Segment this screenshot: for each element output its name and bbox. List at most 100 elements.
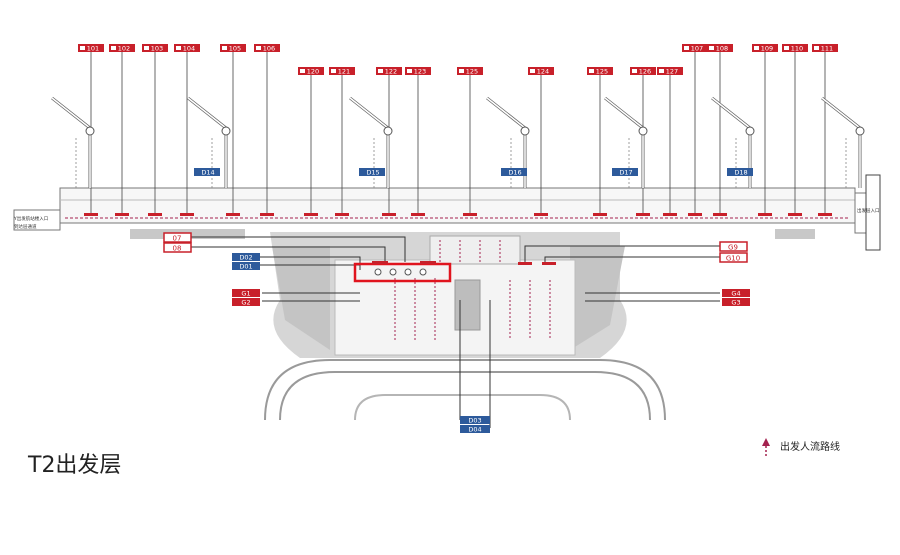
- departure-flow-lines: [394, 240, 551, 340]
- gate-tag-label: 110: [791, 45, 803, 53]
- gate-stand-marker: [534, 213, 548, 216]
- jet-bridge-rotunda: [221, 126, 231, 136]
- gate-tag: 109: [752, 44, 778, 53]
- highlight-box: [353, 262, 452, 283]
- gate-stand-marker: [818, 213, 832, 216]
- gate-tag-label: 124: [537, 68, 549, 76]
- jet-bridge-rotunda: [855, 126, 865, 136]
- gate-tag: 120: [298, 67, 324, 76]
- center-bottom-tag-2: D04: [460, 425, 490, 434]
- gate-tag: 105: [220, 44, 246, 53]
- gate-tag: 106: [254, 44, 280, 53]
- gate-tag-label: 105: [229, 45, 241, 53]
- jet-bridge-rotunda: [638, 126, 648, 136]
- gate-stand-marker: [148, 213, 162, 216]
- gate-stand-marker: [463, 213, 477, 216]
- side-tag-right-lower-2: G3: [722, 298, 750, 307]
- remote-gate-tag-label: D17: [619, 169, 632, 177]
- gate-tag-label: 125: [466, 68, 478, 76]
- gate-stand-marker: [226, 213, 240, 216]
- gate-tag-label: 106: [263, 45, 275, 53]
- gate-tag-label: 125: [596, 68, 608, 76]
- side-tag-right-red-2: G10: [719, 252, 748, 263]
- gate-stand-marker: [411, 213, 425, 216]
- gate-stand-marker: [260, 213, 274, 216]
- security-lanes: [374, 268, 427, 276]
- gate-tag-label: 123: [414, 68, 426, 76]
- gate-tag-label: 120: [307, 68, 319, 76]
- legend-arrow-icon: [762, 438, 770, 458]
- remote-gate-tag: D15: [359, 168, 385, 177]
- side-tag-left-red-1-label: 07: [173, 235, 182, 243]
- gate-stand-marker: [636, 213, 650, 216]
- gate-stand-marker: [663, 213, 677, 216]
- side-tag-left-blue-2: D01: [232, 262, 260, 271]
- gate-tag: 124: [528, 67, 554, 76]
- gate-stand-marker: [84, 213, 98, 216]
- side-tag-lower-left-1: G1: [232, 289, 260, 298]
- side-tag-left-red-2-label: 08: [173, 245, 182, 253]
- remote-gate-tag-label: D18: [734, 169, 747, 177]
- gate-stand-marker: [115, 213, 129, 216]
- center-bottom-tag-1-label: D03: [468, 417, 481, 425]
- side-tag-left-blue-2-label: D01: [239, 263, 252, 271]
- remote-gate-tag-label: D14: [201, 169, 214, 177]
- map-title: T2出发层: [28, 453, 122, 478]
- jet-bridge: [821, 96, 862, 188]
- side-tag-left-red-1: 07: [163, 232, 192, 243]
- gate-tag-label: 121: [338, 68, 350, 76]
- side-tag-lower-left-2-label: G2: [241, 299, 250, 307]
- left-side-label-1: Y出发航站楼入口: [13, 215, 48, 222]
- side-tag-right-red-2-label: G10: [726, 255, 740, 263]
- gate-tag: 104: [174, 44, 200, 53]
- gate-stand-marker: [788, 213, 802, 216]
- side-tag-right-lower-1: G4: [722, 289, 750, 298]
- gate-stand-marker: [180, 213, 194, 216]
- gate-tag: 123: [405, 67, 431, 76]
- jet-bridge-rotunda: [520, 126, 530, 136]
- jet-bridge: [51, 96, 92, 188]
- gate-tags: 101 102 103 104 105 106 120 121 122 123 125 124 125 1…: [78, 44, 838, 76]
- gate-tag-label: 107: [691, 45, 703, 53]
- gate-stand-marker: [382, 213, 396, 216]
- gate-tag: 125: [457, 67, 483, 76]
- gate-tag: 125: [587, 67, 613, 76]
- gate-tag: 101: [78, 44, 104, 53]
- concourse: [13, 174, 881, 251]
- remote-gate-tag: D18: [727, 168, 753, 177]
- gate-tag: 126: [630, 67, 656, 76]
- gate-tag-label: 104: [183, 45, 195, 53]
- gate-tag-label: 122: [385, 68, 397, 76]
- gate-tag-label: 127: [666, 68, 678, 76]
- remote-gate-tag-label: D15: [366, 169, 379, 177]
- gate-tag: 108: [707, 44, 733, 53]
- jet-bridge-rotunda: [85, 126, 95, 136]
- remote-gate-tag-label: D16: [508, 169, 521, 177]
- legend-label: 出发人流路线: [780, 442, 840, 453]
- side-tag-right-lower-2-label: G3: [731, 299, 740, 307]
- gate-tag: 127: [657, 67, 683, 76]
- center-bottom-tag-2-label: D04: [468, 426, 481, 434]
- side-tag-lower-left-2: G2: [232, 298, 260, 307]
- side-tag-left-blue-1: D02: [232, 253, 260, 262]
- gate-stand-marker: [593, 213, 607, 216]
- gate-stand-marker: [335, 213, 349, 216]
- gate-tag: 107: [682, 44, 708, 53]
- gate-tag-label: 103: [151, 45, 163, 53]
- gate-stand-marker: [713, 213, 727, 216]
- connector-lines: [190, 236, 720, 428]
- gate-stand-marker: [758, 213, 772, 216]
- counters: [372, 261, 556, 265]
- gate-tag-label: 126: [639, 68, 651, 76]
- left-side-label-2: 到达层通道: [14, 223, 37, 230]
- remote-gate-tag: D17: [612, 168, 638, 177]
- side-tag-right-lower-1-label: G4: [731, 290, 740, 298]
- gate-tag: 111: [812, 44, 838, 53]
- right-side-label: 出发层入口: [857, 207, 880, 214]
- side-tag-left-blue-1-label: D02: [239, 254, 252, 262]
- gate-tag: 110: [782, 44, 808, 53]
- gate-tag: 102: [109, 44, 135, 53]
- gate-tag-label: 101: [87, 45, 99, 53]
- gate-tag: 121: [329, 67, 355, 76]
- gate-tag: 103: [142, 44, 168, 53]
